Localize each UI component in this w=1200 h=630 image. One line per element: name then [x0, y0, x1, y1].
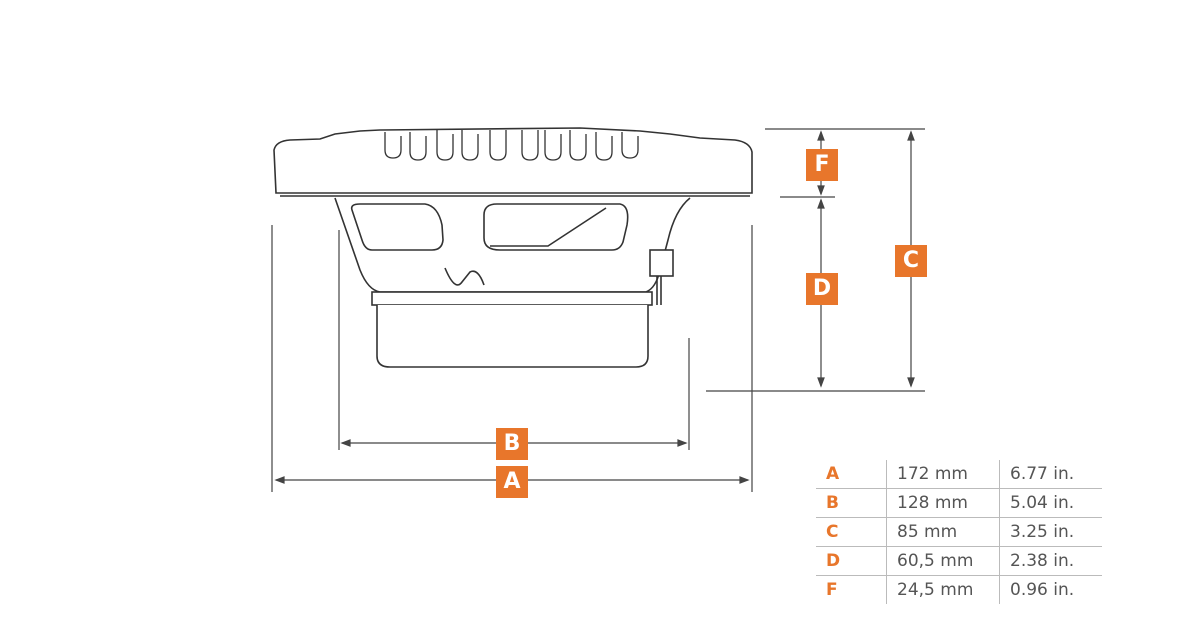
label-b: B	[496, 428, 528, 460]
grille-slots	[384, 130, 639, 161]
dim-mm: 85 mm	[886, 517, 1000, 547]
speaker-side-view	[273, 127, 753, 368]
dim-key: C	[816, 517, 887, 547]
label-a: A	[496, 466, 528, 498]
dim-in: 6.77 in.	[999, 460, 1102, 489]
dim-key: A	[816, 460, 887, 489]
label-d: D	[806, 273, 838, 305]
dim-key: F	[826, 580, 838, 600]
dim-in: 3.25 in.	[999, 517, 1102, 547]
dim-in: 0.96 in.	[999, 575, 1102, 604]
dim-mm: 60,5 mm	[886, 546, 1000, 576]
label-c: C	[895, 245, 927, 277]
dim-mm: 24,5 mm	[886, 575, 1000, 604]
dim-mm: 172 mm	[886, 460, 1000, 489]
dim-key: B	[816, 488, 887, 518]
dim-key: D	[816, 546, 887, 576]
dim-mm: 128 mm	[886, 488, 1000, 518]
label-f: F	[806, 149, 838, 181]
dim-in: 5.04 in.	[999, 488, 1102, 518]
dim-in: 2.38 in.	[999, 546, 1102, 576]
